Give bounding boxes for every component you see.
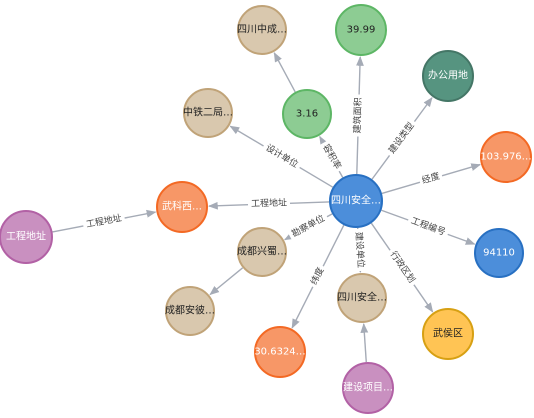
node-label: 四川安全… <box>331 194 381 207</box>
edge-center-n_316[interactable]: 容积率 <box>318 135 345 178</box>
edge-label: 容积率 <box>320 142 344 171</box>
node-n_sc2[interactable]: 四川安全… <box>337 273 387 323</box>
node-circle[interactable] <box>422 308 474 360</box>
node-label: 武科西… <box>162 200 202 213</box>
edge-label: 工程地址 <box>251 196 287 209</box>
edge-label: 行政区划 <box>388 249 418 285</box>
edge-label-background <box>307 263 329 290</box>
edge-label-background <box>406 214 450 240</box>
edge-label-background <box>351 228 367 272</box>
edge-label-group: 建设单位 <box>351 228 367 272</box>
node-circle[interactable] <box>337 273 387 323</box>
node-n_lng[interactable]: 103.976… <box>480 131 532 183</box>
edge-label: 工程编号 <box>409 214 447 238</box>
edge-center-n_lat[interactable]: 纬度 <box>291 224 345 329</box>
node-circle[interactable] <box>282 89 332 139</box>
edge-label-group: 设计单位 <box>260 140 303 173</box>
node-circle[interactable] <box>335 4 387 56</box>
node-n_wuhou[interactable]: 武侯区 <box>422 308 474 360</box>
edge-label-group: 建设类型 <box>384 118 420 159</box>
edge-label-background <box>384 118 420 159</box>
node-n_proj[interactable]: 建设项目… <box>342 362 394 414</box>
edge-center-n_sc2[interactable]: 建设单位 <box>351 227 368 274</box>
node-n_cdab[interactable]: 成都安彼… <box>165 286 215 336</box>
node-circle[interactable] <box>254 326 306 378</box>
node-label: 成都安彼… <box>165 304 215 317</box>
edge-n_cdxs-n_cdab[interactable] <box>209 267 244 296</box>
edge-label-background <box>418 170 444 188</box>
node-label: 103.976… <box>480 152 531 163</box>
node-label: 工程地址 <box>6 230 46 243</box>
node-label: 办公用地 <box>428 69 468 82</box>
node-label: 武侯区 <box>433 327 463 340</box>
edge-label-background <box>385 246 419 289</box>
node-circle[interactable] <box>0 210 53 264</box>
edge-label-background <box>351 94 366 137</box>
node-n_94110[interactable]: 94110 <box>474 228 524 278</box>
node-n_cdxs[interactable]: 成都兴蜀… <box>237 227 287 277</box>
node-circle[interactable] <box>237 5 287 55</box>
edge-label: 建筑面积 <box>351 97 364 133</box>
edge-center-n_3999[interactable]: 建筑面积 <box>351 56 366 175</box>
node-n_lat[interactable]: 30.6324… <box>254 326 306 378</box>
edge-n_316-n_sczc[interactable] <box>273 52 296 93</box>
edge-center-n_cdxs[interactable]: 勘察单位 <box>283 211 333 243</box>
node-n_3999[interactable]: 39.99 <box>335 4 387 56</box>
edge-label-group: 勘察单位 <box>287 211 330 243</box>
edge-n_addr-n_wkx[interactable]: 工程地址 <box>52 209 157 233</box>
node-label: 94110 <box>483 248 515 259</box>
edge-label-background <box>247 197 291 211</box>
edges-layer: 建筑面积建设类型设计单位容积率经度工程地址工程地址勘察单位工程编号建设单位行政区… <box>52 52 482 363</box>
edge-center-n_lng[interactable]: 经度 <box>381 163 482 195</box>
edge-label: 建设类型 <box>386 120 417 156</box>
edge-label: 建设单位 <box>353 232 367 269</box>
node-circle[interactable] <box>237 227 287 277</box>
node-circle[interactable] <box>156 181 208 233</box>
node-n_wkx[interactable]: 武科西… <box>156 181 208 233</box>
edge-line[interactable] <box>209 267 244 296</box>
node-label: 中铁二局… <box>183 106 233 119</box>
edge-center-n_94110[interactable]: 工程编号 <box>381 209 476 245</box>
edge-label-background <box>82 212 126 232</box>
node-n_sczc[interactable]: 四川中成… <box>237 5 287 55</box>
edge-label-group: 经度 <box>418 170 444 188</box>
node-center[interactable]: 四川安全… <box>329 174 383 228</box>
edge-label-group: 容积率 <box>318 139 345 175</box>
node-label: 四川安全… <box>337 291 387 304</box>
edge-label-group: 工程地址 <box>247 196 291 211</box>
edge-label-group: 工程编号 <box>406 214 450 240</box>
node-n_316[interactable]: 3.16 <box>282 89 332 139</box>
node-label: 建设项目… <box>343 381 393 394</box>
edge-center-n_wkx[interactable]: 工程地址 <box>208 196 330 211</box>
node-circle[interactable] <box>422 50 474 102</box>
node-n_addr[interactable]: 工程地址 <box>0 210 53 264</box>
node-circle[interactable] <box>474 228 524 278</box>
node-label: 3.16 <box>296 109 318 120</box>
edge-n_proj-n_sc2[interactable] <box>360 322 369 363</box>
edge-label-group: 行政区划 <box>385 246 419 289</box>
node-label: 成都兴蜀… <box>237 246 287 258</box>
edge-label-background <box>260 140 303 173</box>
edge-label-group: 纬度 <box>307 263 329 290</box>
node-label: 30.6324… <box>254 347 305 358</box>
node-circle[interactable] <box>165 286 215 336</box>
edge-line[interactable] <box>273 52 296 93</box>
edge-label: 经度 <box>420 170 441 187</box>
edge-label-group: 工程地址 <box>82 212 126 232</box>
edge-line[interactable] <box>360 322 369 363</box>
edge-center-n_office[interactable]: 建设类型 <box>371 96 433 180</box>
edge-label-background <box>287 211 330 243</box>
node-circle[interactable] <box>183 88 233 138</box>
node-n_zt2[interactable]: 中铁二局… <box>183 88 233 138</box>
node-label: 39.99 <box>347 25 376 36</box>
node-n_office[interactable]: 办公用地 <box>422 50 474 102</box>
node-circle[interactable] <box>480 131 532 183</box>
node-label: 四川中成… <box>237 23 287 36</box>
node-circle[interactable] <box>329 174 383 228</box>
edge-label-group: 建筑面积 <box>351 94 366 137</box>
edge-label-background <box>318 139 345 175</box>
node-circle[interactable] <box>342 362 394 414</box>
